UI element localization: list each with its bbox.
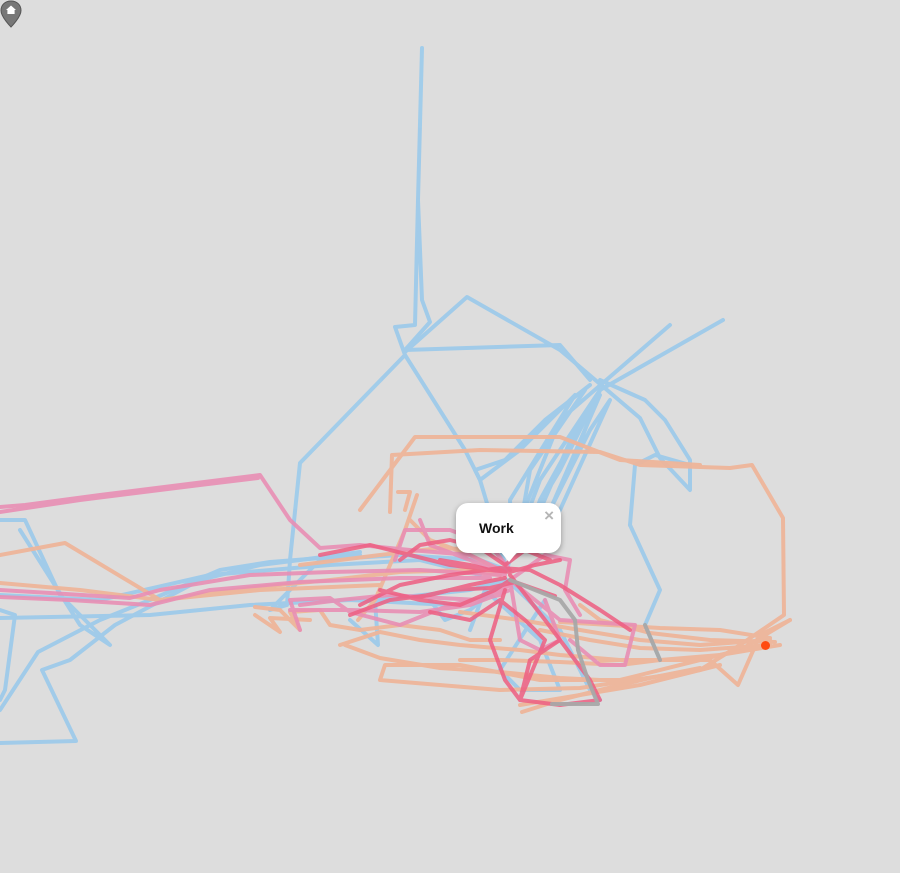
pink-track — [0, 576, 492, 607]
pink-track — [508, 553, 582, 617]
red-track — [488, 588, 562, 702]
orange-track — [358, 435, 702, 512]
orange-track — [253, 605, 502, 642]
popup-pointer — [500, 551, 518, 562]
blue-track — [403, 198, 592, 382]
gray-track-group — [508, 578, 662, 706]
pink-track — [0, 568, 502, 600]
orange-track — [0, 581, 382, 602]
red-track — [318, 543, 492, 572]
red-track — [438, 558, 562, 574]
orange-track — [298, 546, 482, 567]
pink-track — [0, 476, 260, 514]
orange-track — [253, 613, 312, 634]
blue-track — [0, 518, 112, 647]
location-popup: Work × — [456, 503, 561, 562]
home-marker[interactable] — [0, 0, 22, 28]
blue-track — [403, 295, 692, 492]
current-location-dot[interactable] — [761, 641, 770, 650]
orange-track — [538, 628, 772, 652]
red-track-group — [318, 538, 632, 707]
orange-track — [388, 448, 786, 672]
orange-track — [343, 643, 602, 682]
popup-title: Work — [479, 520, 514, 536]
gray-track — [643, 623, 662, 662]
pink-track — [393, 528, 512, 572]
orange-track — [458, 610, 772, 647]
close-icon[interactable]: × — [544, 506, 554, 525]
home-icon — [6, 5, 16, 14]
orange-track — [338, 630, 622, 662]
orange-track — [396, 490, 412, 512]
red-track — [508, 573, 602, 707]
pink-track — [0, 473, 507, 574]
orange-track — [518, 663, 722, 707]
orange-track-group — [0, 435, 792, 714]
gray-track — [508, 578, 600, 706]
blue-track — [0, 608, 17, 702]
